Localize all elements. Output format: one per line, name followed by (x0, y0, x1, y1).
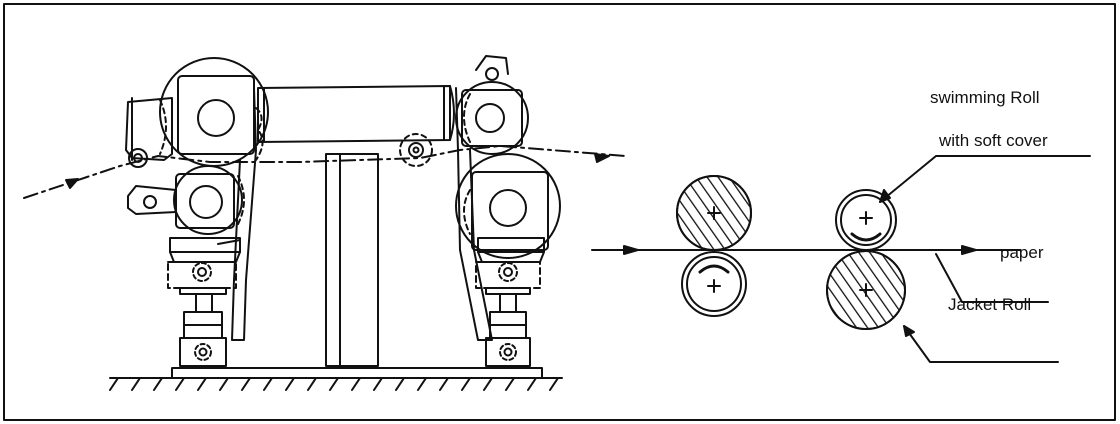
right-top-roll (455, 55, 529, 155)
left-bottom-roll (127, 165, 245, 235)
left-bracket (125, 97, 173, 168)
outer-frame (3, 3, 1116, 421)
label-soft-cover: with soft cover (939, 131, 1048, 150)
lower-left-swimming-roll (681, 251, 747, 317)
label-swimming-roll: swimming Roll (930, 88, 1040, 107)
top-beam (257, 85, 455, 143)
ground-line (109, 377, 563, 391)
left-side-frame (231, 87, 257, 341)
web-path-left (23, 145, 627, 199)
central-stand (325, 153, 379, 367)
leader-soft-cover (879, 155, 1091, 203)
left-top-roll (159, 57, 269, 167)
idler-roll (399, 133, 433, 167)
right-bottom-roll (455, 153, 561, 259)
roll-schematic (591, 155, 1091, 363)
label-paper: paper (1000, 243, 1044, 262)
base-plate (171, 367, 543, 379)
leader-jacket (903, 325, 1059, 363)
left-jack (167, 237, 241, 367)
label-jacket-roll: Jacket Roll (948, 295, 1032, 314)
leader-paper (935, 253, 1049, 303)
right-jack (475, 237, 545, 367)
